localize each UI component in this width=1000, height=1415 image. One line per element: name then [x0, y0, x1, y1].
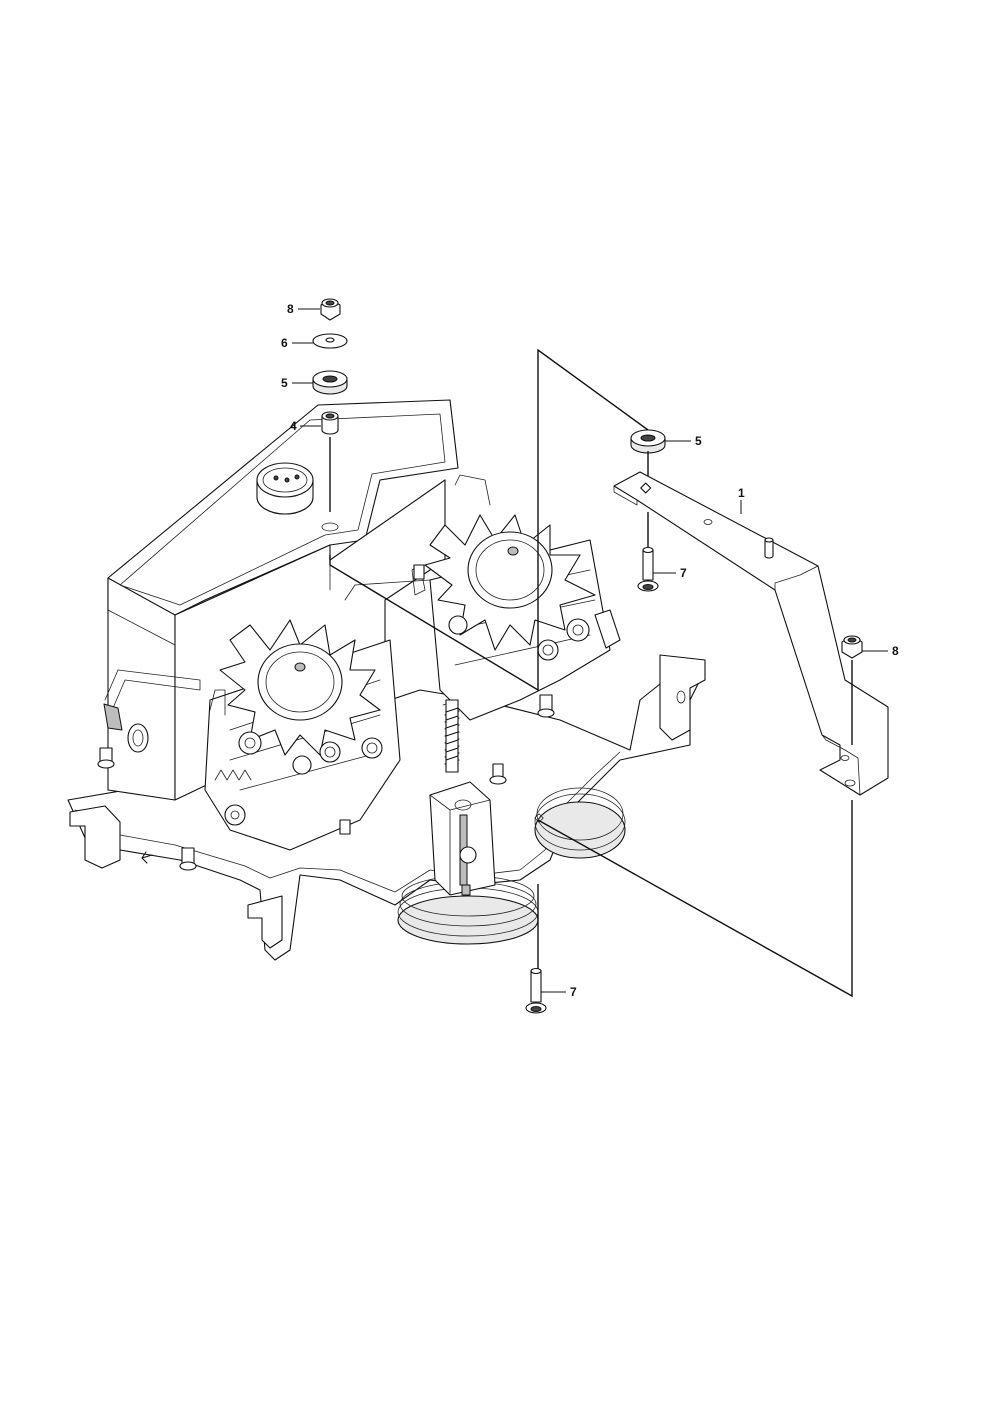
nut-right — [841, 635, 863, 659]
front-bracket-tab — [247, 895, 283, 949]
transmission-assembly — [67, 399, 706, 961]
callout-6: 6 — [281, 336, 313, 350]
base-plate — [67, 659, 706, 961]
svg-text:1: 1 — [738, 486, 745, 500]
hydraulic-hose — [344, 474, 491, 601]
left-bracket-tab — [69, 805, 121, 869]
svg-text:8: 8 — [892, 644, 899, 658]
right-bracket-tab — [659, 654, 706, 741]
svg-text:8: 8 — [287, 302, 294, 316]
svg-text:7: 7 — [680, 566, 687, 580]
washer-6 — [312, 333, 348, 349]
plate-hole-marker — [534, 813, 544, 823]
svg-text:4: 4 — [290, 419, 297, 433]
transmission-right — [411, 514, 621, 721]
nut-top — [320, 298, 341, 321]
rubber-bushing-top — [312, 370, 348, 395]
cooling-fan-right — [424, 514, 596, 651]
bolt-lower — [525, 967, 547, 1014]
tension-spring — [442, 699, 460, 773]
callout-4: 4 — [290, 419, 321, 433]
svg-text:6: 6 — [281, 336, 288, 350]
bolt-upper — [637, 546, 659, 592]
transmission-left — [204, 619, 401, 851]
svg-text:5: 5 — [281, 376, 288, 390]
drive-pulley-right — [534, 787, 626, 859]
callout-8-top: 8 — [287, 302, 320, 316]
callout-5-top: 5 — [281, 376, 313, 390]
callout-1: 1 — [738, 486, 745, 514]
support-bracket — [613, 471, 889, 796]
alignment-line-right — [537, 800, 853, 998]
alignment-line-tank-to-transmission — [329, 348, 649, 692]
svg-text:7: 7 — [570, 985, 577, 999]
spacer-sleeve-4 — [321, 411, 339, 435]
tank-cap — [256, 462, 314, 515]
studs — [97, 564, 555, 871]
tension-adjuster-block — [429, 781, 496, 896]
callout-7-lower: 7 — [541, 985, 577, 999]
callout-7-upper: 7 — [653, 566, 687, 580]
callout-5-right: 5 — [665, 434, 702, 448]
svg-text:5: 5 — [695, 434, 702, 448]
cooling-fan-left — [219, 619, 381, 756]
rubber-bushing-right — [630, 429, 666, 454]
callout-8-right: 8 — [862, 644, 899, 658]
direction-arrow-decal — [141, 851, 153, 864]
